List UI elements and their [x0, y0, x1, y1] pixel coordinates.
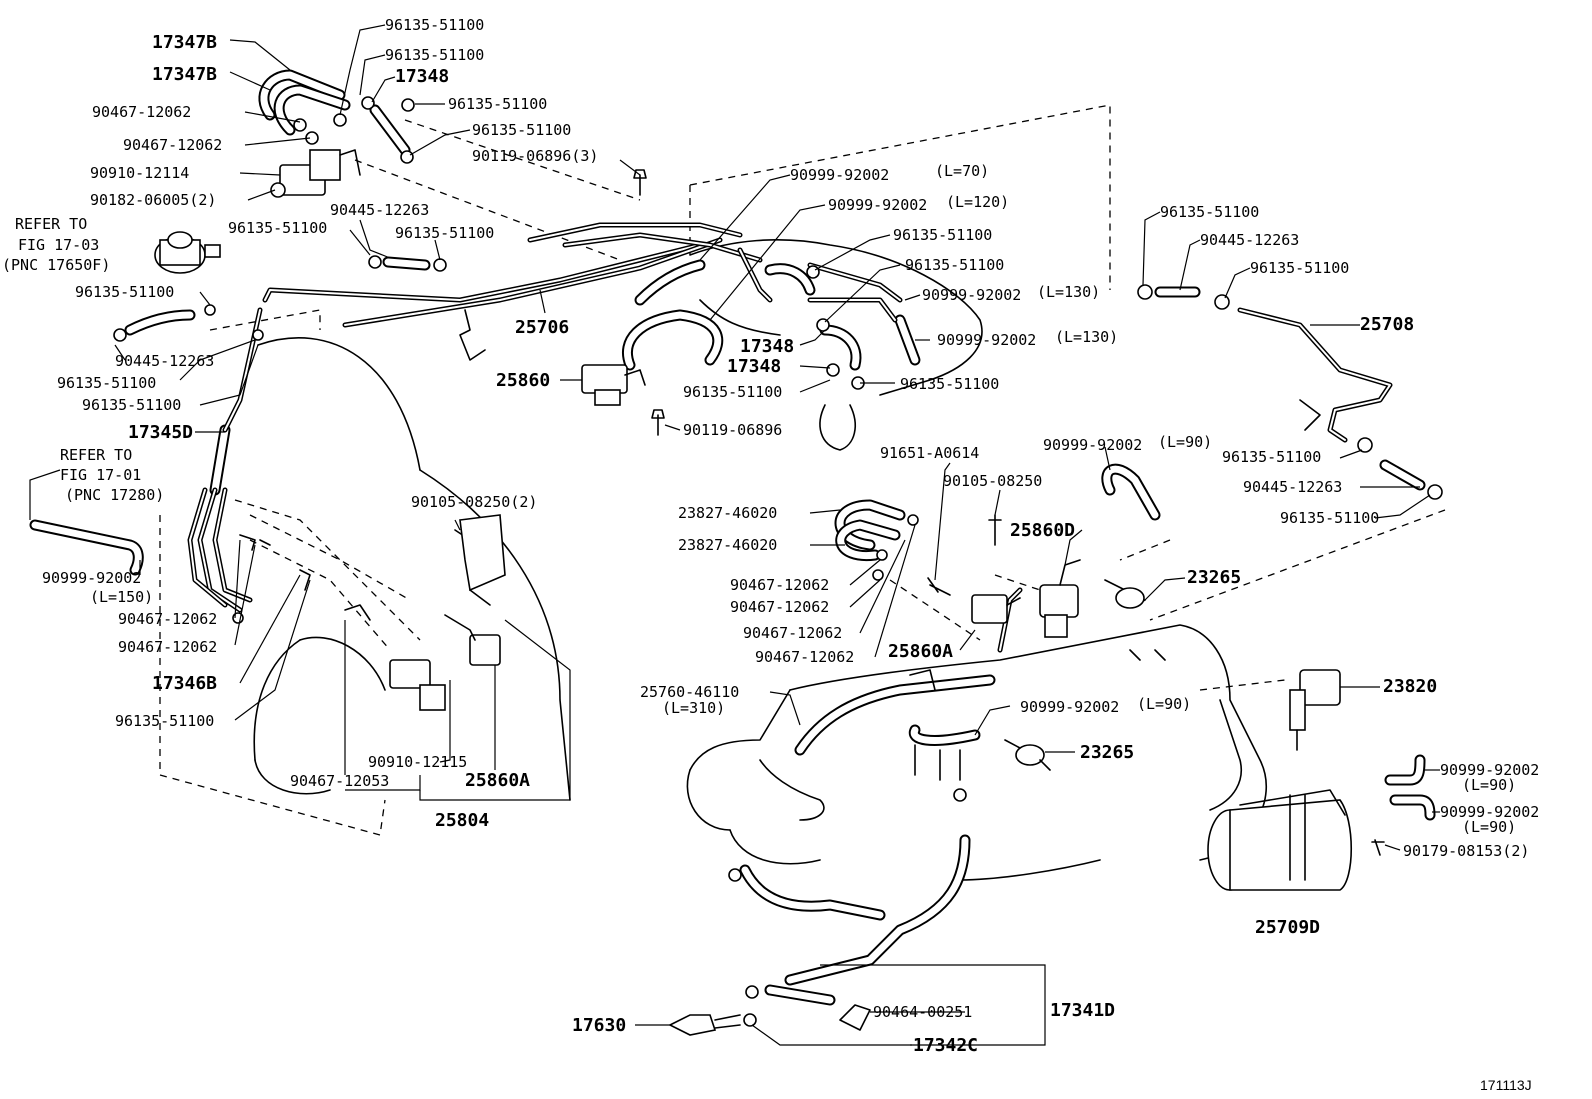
label-25860: 25860 — [496, 370, 550, 391]
label-90467-i: 90467-12053 — [290, 772, 389, 790]
label-90999-f: 90999-92002 — [42, 569, 141, 587]
label-90119-a: 90119-06896(3) — [472, 147, 598, 165]
label-90467-a: 90467-12062 — [92, 103, 191, 121]
label-17341d: 17341D — [1050, 1000, 1115, 1021]
label-96135-f: 96135-51100 — [395, 224, 494, 242]
label-90467-h: 90467-12062 — [118, 638, 217, 656]
label-90467-b: 90467-12062 — [123, 136, 222, 154]
label-90999-i: 90999-92002 — [1440, 803, 1539, 821]
label-23265-b: 23265 — [1080, 742, 1134, 763]
label-90999-b: 90999-92002 — [828, 196, 927, 214]
label-96135-d: 96135-51100 — [472, 121, 571, 139]
label-23827-a: 23827-46020 — [678, 504, 777, 522]
label-90999-h: 90999-92002 — [1440, 761, 1539, 779]
label-25860d: 25860D — [1010, 520, 1075, 541]
label-96135-h: 96135-51100 — [905, 256, 1004, 274]
label-96135-p: 96135-51100 — [1222, 448, 1321, 466]
label-25708: 25708 — [1360, 314, 1414, 335]
label-90999-f-length: (L=150) — [90, 588, 153, 606]
label-96135-n: 96135-51100 — [1160, 203, 1259, 221]
label-25760-length: (L=310) — [662, 699, 725, 717]
label-90999-e: 90999-92002 — [1043, 436, 1142, 454]
label-90999-h-length: (L=90) — [1462, 776, 1516, 794]
label-90999-g: 90999-92002 — [1020, 698, 1119, 716]
label-90999-e-length: (L=90) — [1158, 433, 1212, 451]
label-90445-c: 90445-12263 — [1200, 231, 1299, 249]
label-96135-a: 96135-51100 — [385, 16, 484, 34]
label-96135-l: 96135-51100 — [683, 383, 782, 401]
label-17630: 17630 — [572, 1015, 626, 1036]
label-17346b: 17346B — [152, 673, 217, 694]
hoses — [29, 69, 1436, 1006]
label-96135-j: 96135-51100 — [57, 374, 156, 392]
label-96135-k: 96135-51100 — [82, 396, 181, 414]
label-90999-g-length: (L=90) — [1137, 695, 1191, 713]
label-96135-b: 96135-51100 — [385, 46, 484, 64]
label-90999-d: 90999-92002 — [937, 331, 1036, 349]
label-96135-r: 96135-51100 — [115, 712, 214, 730]
label-25709d: 25709D — [1255, 917, 1320, 938]
label-23265-a: 23265 — [1187, 567, 1241, 588]
label-96135-q: 96135-51100 — [1280, 509, 1379, 527]
label-90999-d-length: (L=130) — [1055, 328, 1118, 346]
label-90910-a: 90910-12114 — [90, 164, 189, 182]
label-90445-b: 90445-12263 — [115, 352, 214, 370]
label-17348-c: 17348 — [727, 356, 781, 377]
label-17347b-2: 17347B — [152, 64, 217, 85]
label-96135-c: 96135-51100 — [448, 95, 547, 113]
label-17348-a: 17348 — [395, 66, 449, 87]
ref-fig-17-03-line3: (PNC 17650F) — [2, 256, 110, 274]
label-90464: 90464-00251 — [873, 1003, 972, 1021]
label-90467-f: 90467-12062 — [755, 648, 854, 666]
label-17347b-1: 17347B — [152, 32, 217, 53]
label-96135-m: 96135-51100 — [900, 375, 999, 393]
label-90179: 90179-08153(2) — [1403, 842, 1529, 860]
ref-fig-17-03-line1: REFER TO — [15, 215, 87, 233]
label-90999-c: 90999-92002 — [922, 286, 1021, 304]
label-17342c: 17342C — [913, 1035, 978, 1056]
label-90999-c-length: (L=130) — [1037, 283, 1100, 301]
label-96135-i: 96135-51100 — [75, 283, 174, 301]
label-90445-a: 90445-12263 — [330, 201, 429, 219]
part-labels: 17347B 17347B 96135-51100 96135-51100 17… — [2, 16, 1539, 1093]
label-90105-b: 90105-08250(2) — [411, 493, 537, 511]
label-90910-b: 90910-12115 — [368, 753, 467, 771]
ref-fig-17-01-line1: REFER TO — [60, 446, 132, 464]
label-90467-g: 90467-12062 — [118, 610, 217, 628]
label-25860a-a: 25860A — [888, 641, 953, 662]
label-91651: 91651-A0614 — [880, 444, 979, 462]
label-96135-o: 96135-51100 — [1250, 259, 1349, 277]
label-96135-e: 96135-51100 — [228, 219, 327, 237]
label-90445-d: 90445-12263 — [1243, 478, 1342, 496]
label-90999-i-length: (L=90) — [1462, 818, 1516, 836]
label-90182: 90182-06005(2) — [90, 191, 216, 209]
label-17345d: 17345D — [128, 422, 193, 443]
ref-fig-17-01-line2: FIG 17-01 — [60, 466, 141, 484]
label-17348-b: 17348 — [740, 336, 794, 357]
label-90999-a: 90999-92002 — [790, 166, 889, 184]
label-25860a-b: 25860A — [465, 770, 530, 791]
label-25760: 25760-46110 — [640, 683, 739, 701]
ref-fig-17-01-line3: (PNC 17280) — [65, 486, 164, 504]
label-90119-b: 90119-06896 — [683, 421, 782, 439]
clamps — [113, 96, 1443, 1027]
leader-lines — [29, 24, 1440, 1046]
label-90999-b-length: (L=120) — [946, 193, 1009, 211]
label-25804: 25804 — [435, 810, 489, 831]
label-23827-b: 23827-46020 — [678, 536, 777, 554]
label-96135-g: 96135-51100 — [893, 226, 992, 244]
label-90467-e: 90467-12062 — [743, 624, 842, 642]
label-90467-c: 90467-12062 — [730, 576, 829, 594]
ref-fig-17-03-line2: FIG 17-03 — [18, 236, 99, 254]
components — [154, 149, 1385, 1036]
figure-id: 171113J — [1480, 1077, 1532, 1093]
label-90467-d: 90467-12062 — [730, 598, 829, 616]
label-90999-a-length: (L=70) — [935, 162, 989, 180]
label-25706: 25706 — [515, 317, 569, 338]
label-23820: 23820 — [1383, 676, 1437, 697]
label-90105-a: 90105-08250 — [943, 472, 1042, 490]
metal-pipes — [187, 222, 1393, 653]
